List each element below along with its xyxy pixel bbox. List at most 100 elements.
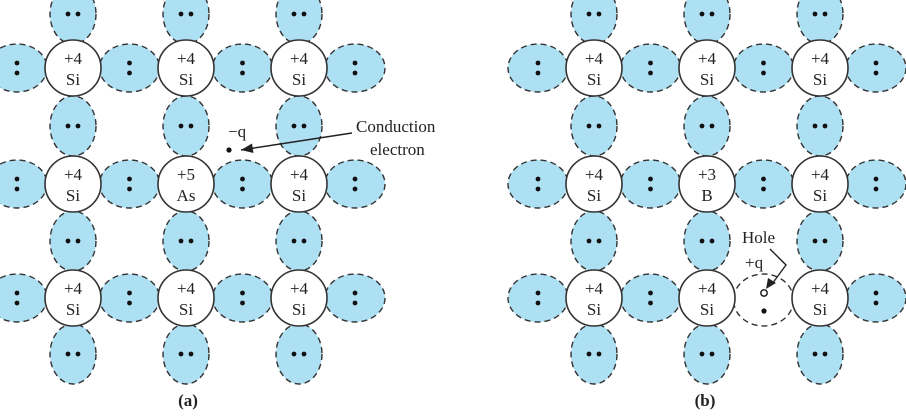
atom-symbol: Si — [587, 300, 601, 319]
covalent-bond — [0, 159, 48, 209]
caption-a: (a) — [178, 391, 198, 410]
bond-electron — [586, 123, 592, 129]
bond-electron — [291, 123, 297, 129]
bond-electron — [127, 176, 132, 182]
atom-core — [678, 155, 736, 213]
bond-electron — [699, 238, 705, 244]
atom-charge: +4 — [811, 165, 830, 184]
bond-electron — [178, 11, 184, 17]
bond-electron — [822, 238, 828, 244]
atom-charge: +5 — [177, 165, 195, 184]
atom-symbol: Si — [66, 300, 80, 319]
bond-electron — [535, 300, 541, 306]
conduction-electron-dot — [226, 147, 232, 153]
covalent-bond — [507, 273, 569, 323]
atom-charge: +4 — [290, 279, 309, 298]
atom-charge: +4 — [64, 165, 83, 184]
bond-electron — [301, 123, 307, 129]
bond-electron — [873, 70, 879, 76]
bond-electron — [648, 176, 653, 182]
atom-core — [565, 269, 623, 327]
bond-electron — [14, 60, 20, 66]
caption-b: (b) — [695, 391, 716, 410]
covalent-bond — [0, 43, 48, 93]
covalent-bond — [162, 95, 210, 157]
bond-electron — [352, 60, 358, 66]
atom-core — [791, 269, 849, 327]
bond-electron — [127, 70, 132, 76]
hole-label: Hole — [742, 228, 775, 247]
bond-electron — [65, 123, 71, 129]
panel-b-boron-acceptor: +4Si+4Si+4Si+4Si+3B+4Si+4Si+4Si+4Si — [507, 0, 906, 385]
atom-charge: +3 — [698, 165, 716, 184]
covalent-bond — [98, 43, 161, 93]
covalent-bond — [683, 323, 731, 385]
covalent-bond — [507, 159, 569, 209]
covalent-bond — [275, 0, 323, 45]
covalent-bond — [49, 210, 97, 272]
bond-electron — [812, 11, 818, 17]
bond-electron — [301, 351, 307, 357]
atom-symbol: Si — [66, 186, 80, 205]
atom-charge: +4 — [585, 49, 604, 68]
covalent-bond — [324, 273, 386, 323]
bond-electron — [127, 300, 132, 306]
hole-remaining-electron — [761, 308, 767, 314]
bond-electron — [648, 300, 653, 306]
covalent-bond — [683, 0, 731, 45]
bond-electron — [352, 300, 358, 306]
bond-electron — [301, 11, 307, 17]
conduction-electron-arrowhead — [241, 143, 254, 153]
atom-charge: +4 — [585, 279, 604, 298]
atom-charge: +4 — [64, 279, 83, 298]
covalent-bond — [845, 159, 906, 209]
atom-as: +5As — [157, 155, 215, 213]
bond-electron — [240, 70, 245, 76]
conduction-annotation-line2: electron — [370, 140, 425, 159]
covalent-bond — [162, 323, 210, 385]
bond-electron — [240, 60, 245, 66]
atom-si: +4Si — [157, 39, 215, 97]
atom-charge: +4 — [811, 279, 830, 298]
bond-electron — [535, 186, 541, 192]
covalent-bond — [49, 0, 97, 45]
atom-si: +4Si — [791, 269, 849, 327]
covalent-bond — [507, 43, 569, 93]
bond-electron — [75, 123, 81, 129]
covalent-bond — [162, 210, 210, 272]
covalent-bond — [98, 159, 161, 209]
atom-symbol: Si — [66, 70, 80, 89]
bond-electron — [648, 290, 653, 296]
atom-core — [270, 155, 328, 213]
atom-si: +4Si — [44, 39, 102, 97]
atom-charge: +4 — [177, 279, 196, 298]
covalent-bond — [98, 273, 161, 323]
bond-electron — [240, 186, 245, 192]
bond-electron — [761, 186, 766, 192]
atom-symbol: Si — [813, 70, 827, 89]
atom-charge: +4 — [177, 49, 196, 68]
bond-electron — [188, 11, 194, 17]
bond-electron — [761, 60, 766, 66]
bond-electron — [761, 176, 766, 182]
covalent-bond — [845, 43, 906, 93]
bond-layer — [0, 0, 386, 385]
bond-electron — [535, 70, 541, 76]
bond-electron — [352, 290, 358, 296]
atom-core — [44, 155, 102, 213]
atom-core — [157, 269, 215, 327]
atom-symbol: Si — [587, 70, 601, 89]
atom-symbol: B — [701, 186, 712, 205]
atom-charge: +4 — [698, 49, 717, 68]
atom-si: +4Si — [678, 269, 736, 327]
atom-symbol: Si — [587, 186, 601, 205]
covalent-bond — [796, 0, 844, 45]
atom-symbol: Si — [813, 300, 827, 319]
bond-electron — [586, 11, 592, 17]
atom-si: +4Si — [270, 39, 328, 97]
covalent-bond — [211, 159, 274, 209]
atom-core — [157, 39, 215, 97]
bond-electron — [596, 351, 602, 357]
bond-electron — [240, 300, 245, 306]
atom-charge: +4 — [698, 279, 717, 298]
